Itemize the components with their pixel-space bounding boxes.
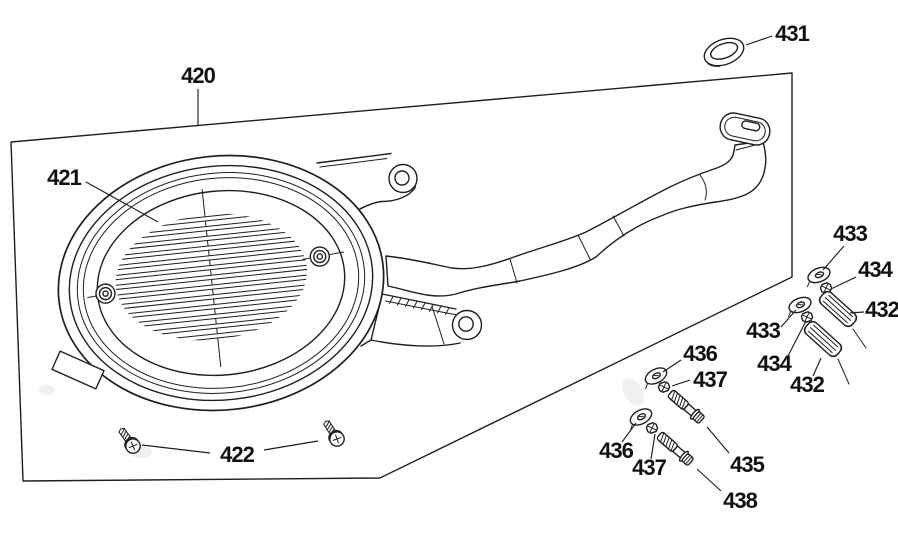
- leader-422-right: [263, 440, 319, 451]
- cover-screw-right-422: [318, 416, 348, 450]
- leader-436-upper: [662, 359, 682, 373]
- scan-smudge: [39, 385, 55, 395]
- callout-labels: 420 421 422 431 433 434 432 433 434 432 …: [47, 21, 898, 513]
- callout-434-upper: 434: [858, 257, 893, 282]
- assembly-boundary: [10, 72, 793, 482]
- callout-437-lower: 437: [632, 455, 666, 480]
- leader-435: [706, 426, 730, 454]
- bolt-435: [665, 387, 707, 426]
- leader-433-lower: [780, 309, 797, 328]
- scan-smudge: [622, 378, 644, 406]
- leader-434-upper: [830, 276, 857, 290]
- sleeve-axis-line: [837, 358, 850, 385]
- callout-433-upper: 433: [833, 221, 867, 246]
- sleeve-432-lower: [801, 318, 845, 360]
- sleeve-axis-line: [852, 328, 867, 349]
- callout-434-lower: 434: [757, 351, 792, 376]
- sleeve-432-upper: [816, 288, 860, 330]
- callout-437-upper: 437: [693, 367, 727, 392]
- callout-433-lower: 433: [746, 318, 780, 343]
- leader-lines: [85, 35, 865, 492]
- leader-432-lower: [812, 357, 822, 377]
- callout-438: 438: [723, 488, 757, 513]
- muffler-assembly: [51, 154, 385, 412]
- callout-432-lower: 432: [790, 372, 824, 397]
- pipe-weld-seam: [509, 258, 518, 284]
- callout-436-upper: 436: [683, 341, 717, 366]
- callout-431: 431: [775, 21, 809, 46]
- exhaust-pipe-body: [385, 140, 767, 297]
- leader-437-upper: [671, 379, 691, 387]
- nut-437-lower: [644, 421, 660, 435]
- callout-421: 421: [47, 165, 81, 190]
- exhaust-pipe: [385, 112, 771, 297]
- leader-438: [696, 468, 722, 492]
- pipe-weld-seam: [577, 234, 591, 260]
- leader-436-lower: [621, 422, 637, 443]
- leader-433-upper: [822, 245, 845, 271]
- leader-437-lower: [650, 433, 656, 460]
- leader-431: [745, 35, 773, 46]
- pipe-weld-seam: [612, 215, 625, 237]
- leader-421: [85, 181, 159, 223]
- leader-432-upper: [849, 311, 865, 314]
- cover-boss-left: [87, 283, 116, 304]
- callout-432-upper: 432: [865, 297, 898, 322]
- callout-422: 422: [220, 442, 254, 467]
- leader-434-lower: [787, 320, 807, 357]
- exhaust-gasket-431: [703, 37, 745, 67]
- nut-437-upper: [656, 380, 672, 394]
- leader-422-left: [141, 444, 211, 454]
- muffler-tail-outlet: [51, 350, 105, 390]
- cover-boss-right: [302, 246, 344, 267]
- upper-mount-bracket: [316, 152, 418, 215]
- callout-436-lower: 436: [599, 438, 633, 463]
- callout-435: 435: [730, 452, 764, 477]
- callout-420: 420: [181, 63, 215, 88]
- pipe-weld-seam: [699, 174, 707, 201]
- pipe-inlet-flange: [719, 112, 771, 146]
